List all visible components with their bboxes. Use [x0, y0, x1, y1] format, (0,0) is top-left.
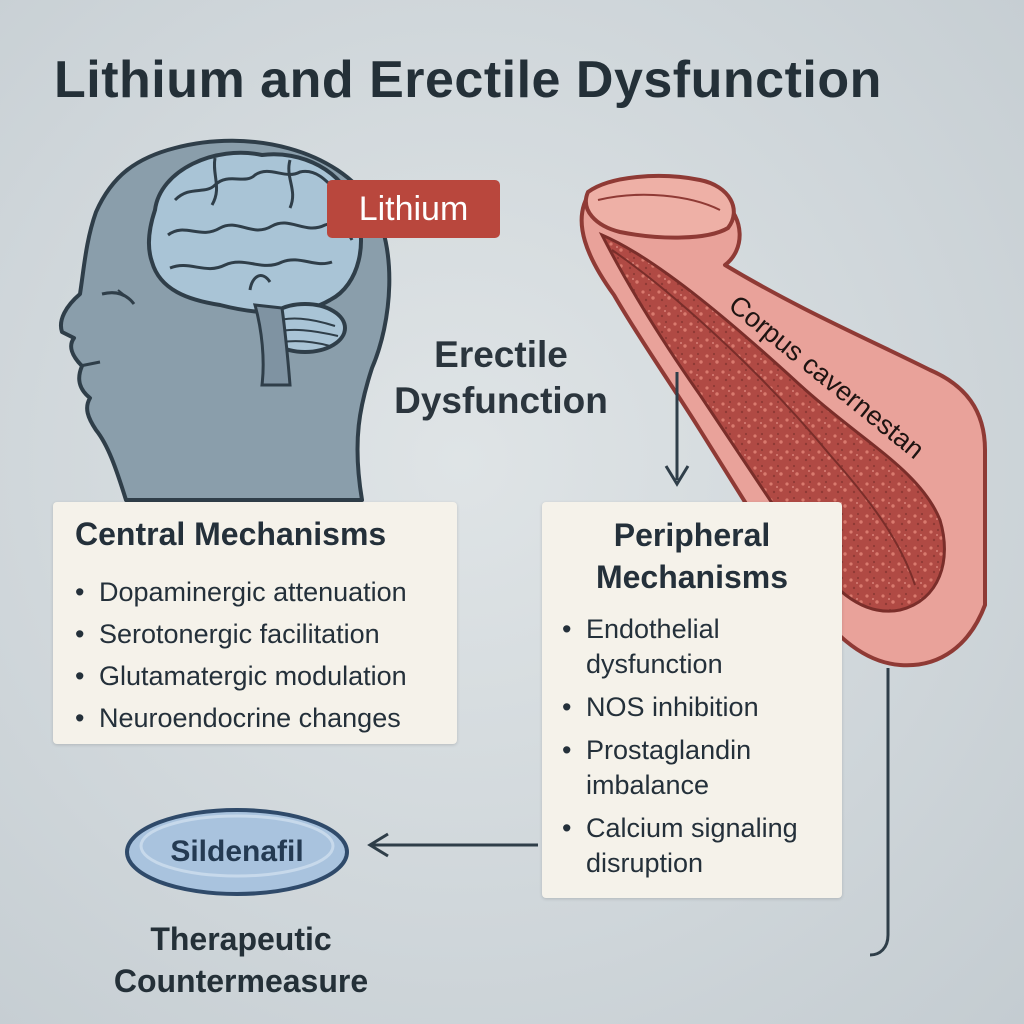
peripheral-item-line2: disruption — [586, 848, 704, 878]
ed-label-line2: Dysfunction — [394, 380, 608, 421]
peripheral-mechanisms-card: Peripheral Mechanisms Endothelial dysfun… — [542, 502, 842, 898]
lithium-badge: Lithium — [327, 180, 500, 238]
peripheral-heading: Peripheral Mechanisms — [542, 502, 842, 598]
central-item: Neuroendocrine changes — [73, 697, 457, 739]
therapeutic-line1: Therapeutic — [150, 921, 332, 957]
sildenafil-label: Sildenafil — [170, 835, 304, 868]
peripheral-item-line1: Prostaglandin — [586, 735, 752, 765]
down-arrow — [664, 372, 690, 487]
therapeutic-countermeasure-label: Therapeutic Countermeasure — [80, 918, 402, 1002]
peripheral-item-line1: Endothelial — [586, 614, 720, 644]
central-list: Dopaminergic attenuation Serotonergic fa… — [53, 553, 457, 739]
central-item: Glutamatergic modulation — [73, 655, 457, 697]
central-mechanisms-card: Central Mechanisms Dopaminergic attenuat… — [53, 502, 457, 744]
central-item: Dopaminergic attenuation — [73, 571, 457, 613]
peripheral-item-line1: Calcium signaling — [586, 813, 798, 843]
peripheral-item-line2: imbalance — [586, 770, 710, 800]
connector-line — [869, 668, 890, 957]
therapeutic-line2: Countermeasure — [113, 963, 369, 999]
peripheral-heading-line2: Mechanisms — [595, 559, 789, 595]
diagram-title: Lithium and Erectile Dysfunction — [54, 51, 882, 109]
central-item: Serotonergic facilitation — [73, 613, 457, 655]
ed-label-line1: Erectile — [434, 334, 568, 375]
peripheral-item-line2: dysfunction — [586, 649, 723, 679]
sildenafil-pill-icon — [125, 808, 349, 896]
left-arrow — [367, 832, 538, 858]
peripheral-item: Endothelial dysfunction — [560, 612, 842, 682]
peripheral-item: Calcium signaling disruption — [560, 811, 842, 881]
central-heading: Central Mechanisms — [75, 516, 387, 552]
erectile-dysfunction-label: Erectile Dysfunction — [370, 332, 632, 424]
peripheral-item: NOS inhibition — [560, 690, 842, 725]
corpus-illustration — [579, 174, 987, 668]
peripheral-heading-line1: Peripheral — [613, 517, 771, 553]
peripheral-item: Prostaglandin imbalance — [560, 733, 842, 803]
brain-icon — [146, 150, 363, 387]
peripheral-list: Endothelial dysfunction NOS inhibition P… — [542, 598, 842, 881]
peripheral-item-line1: NOS inhibition — [586, 692, 759, 722]
